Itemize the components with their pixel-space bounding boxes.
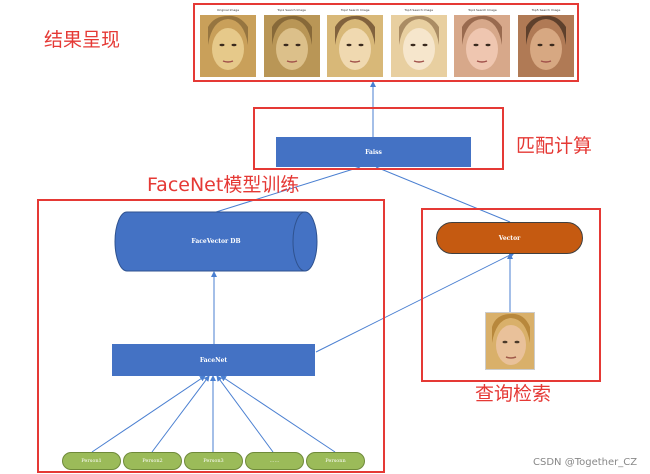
result-face-image	[390, 15, 447, 77]
result-thumbnail-6[interactable]: Top5 Search Image	[518, 8, 574, 78]
person-node-ellipsis[interactable]: ……	[245, 452, 304, 470]
person-node-3[interactable]: Person3	[184, 452, 243, 470]
line-person2	[151, 375, 210, 453]
line-person1	[91, 375, 206, 453]
vector-label: Vector	[498, 234, 521, 242]
result-caption: Top2 Search Image	[340, 8, 370, 12]
person-node-1[interactable]: Person1	[62, 452, 121, 470]
line-person5	[220, 375, 336, 453]
result-caption: Top4 Search Image	[468, 8, 497, 12]
facenet-node[interactable]: FaceNet	[112, 344, 315, 376]
result-thumbnail-5[interactable]: Top4 Search Image	[454, 8, 511, 78]
query-face-icon	[486, 313, 534, 369]
result-face-image	[518, 15, 574, 77]
query-face-image	[485, 312, 535, 370]
result-thumbnail-3[interactable]: Top2 Search Image	[327, 8, 384, 78]
person-node-n[interactable]: Personn	[306, 452, 365, 470]
result-face-image	[327, 15, 384, 77]
result-face-image	[263, 15, 320, 77]
result-thumbnail-4[interactable]: Top3 Search Image	[390, 8, 447, 78]
db-cylinder-shape	[114, 211, 318, 272]
vector-node[interactable]: Vector	[436, 222, 583, 254]
person-node-2[interactable]: Person2	[123, 452, 182, 470]
result-face-image	[454, 15, 511, 77]
result-caption: Top1 Search Image	[277, 8, 306, 12]
result-caption: Top3 Search Image	[404, 8, 434, 12]
result-thumbnail-1[interactable]: Original Image	[200, 8, 256, 78]
training-frame	[37, 199, 385, 473]
label-query: 查询检索	[475, 383, 552, 405]
line-person4	[216, 375, 274, 453]
results-strip: Original Image Top1 Search Image Top2 Sear…	[200, 8, 574, 80]
line-vector-to-faiss	[375, 166, 511, 223]
facevector-db-node[interactable]: FaceVector DB	[113, 211, 319, 272]
label-facenet-training: FaceNet模型训练	[147, 174, 300, 196]
line-facenet-to-vector	[315, 252, 515, 353]
result-thumbnail-2[interactable]: Top1 Search Image	[263, 8, 320, 78]
result-caption: Original Image	[216, 8, 240, 12]
query-frame	[421, 208, 601, 382]
faiss-node[interactable]: Faiss	[276, 137, 471, 167]
line-db-to-faiss	[215, 166, 361, 213]
match-frame	[253, 107, 504, 170]
label-results: 结果呈现	[44, 29, 121, 51]
db-label: FaceVector DB	[191, 238, 241, 245]
label-match: 匹配计算	[516, 135, 593, 157]
result-face-image	[200, 15, 256, 77]
results-frame	[193, 3, 579, 82]
result-caption: Top5 Search Image	[531, 8, 561, 12]
watermark: CSDN @Together_CZ	[533, 457, 638, 468]
